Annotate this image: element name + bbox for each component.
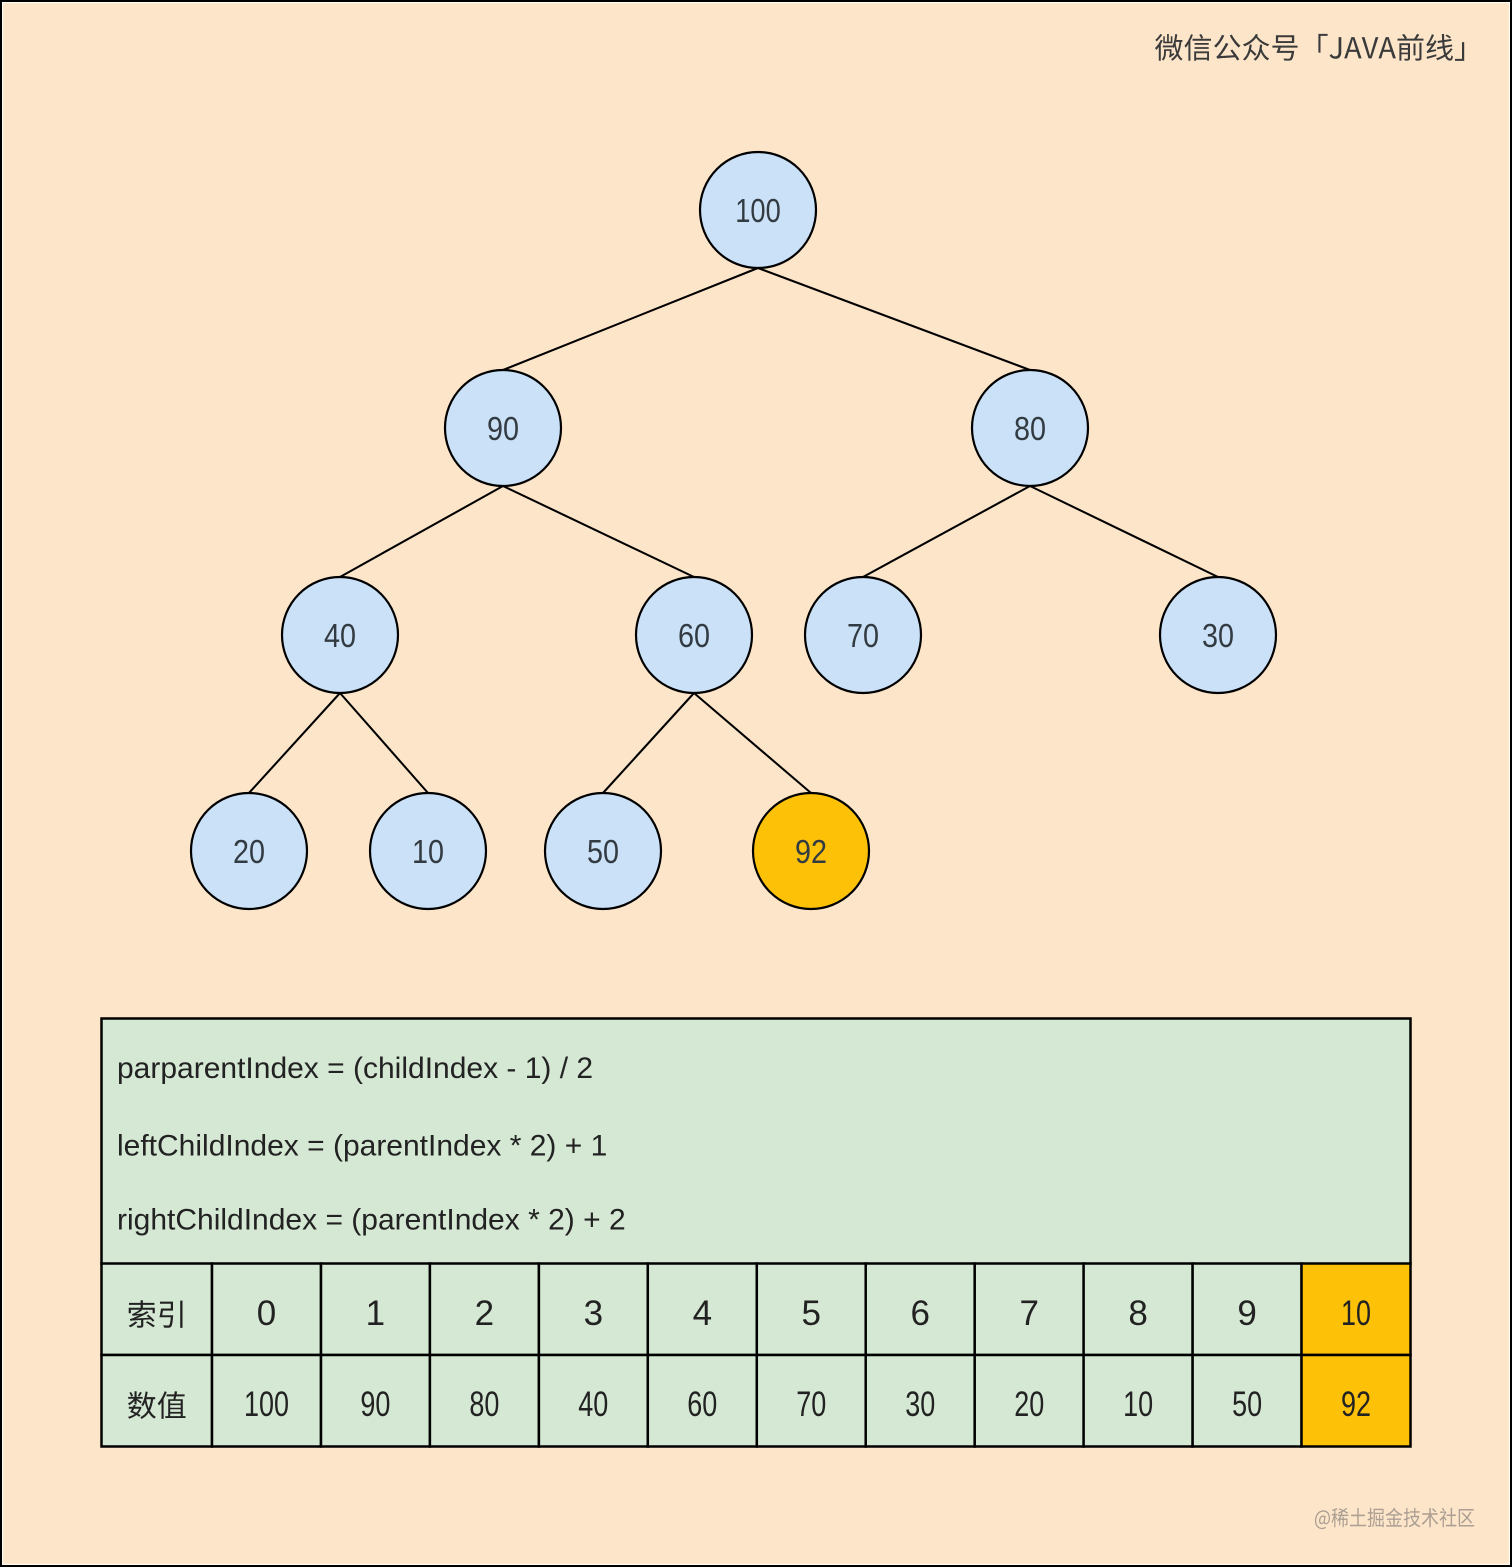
svg-text:92: 92 [1341,1385,1371,1424]
svg-text:7: 7 [1019,1294,1038,1333]
svg-text:leftChildIndex = (parentIndex: leftChildIndex = (parentIndex * 2) + 1 [117,1130,607,1163]
svg-text:50: 50 [587,833,619,870]
svg-text:20: 20 [233,833,265,870]
svg-text:30: 30 [1202,617,1234,654]
svg-text:40: 40 [324,617,356,654]
svg-text:100: 100 [735,192,781,229]
svg-text:40: 40 [578,1385,608,1424]
svg-text:100: 100 [244,1385,289,1424]
svg-text:60: 60 [687,1385,717,1424]
svg-text:6: 6 [910,1294,929,1333]
svg-text:2: 2 [475,1294,494,1333]
svg-text:9: 9 [1237,1294,1256,1333]
svg-text:5: 5 [801,1294,820,1333]
svg-text:4: 4 [693,1294,712,1333]
svg-text:92: 92 [795,833,827,870]
svg-text:10: 10 [412,833,444,870]
svg-text:50: 50 [1232,1385,1262,1424]
svg-text:10: 10 [1341,1294,1371,1333]
svg-text:80: 80 [1014,410,1046,447]
svg-text:10: 10 [1123,1385,1153,1424]
svg-text:rightChildIndex = (parentIndex: rightChildIndex = (parentIndex * 2) + 2 [117,1204,626,1237]
svg-text:parparentIndex = (childIndex -: parparentIndex = (childIndex - 1) / 2 [117,1052,593,1085]
svg-text:90: 90 [487,410,519,447]
svg-text:90: 90 [360,1385,390,1424]
svg-text:20: 20 [1014,1385,1044,1424]
svg-text:8: 8 [1128,1294,1147,1333]
svg-text:1: 1 [366,1294,385,1333]
svg-text:70: 70 [847,617,879,654]
svg-text:0: 0 [257,1294,276,1333]
svg-text:70: 70 [796,1385,826,1424]
svg-text:80: 80 [469,1385,499,1424]
svg-text:60: 60 [678,617,710,654]
svg-text:30: 30 [905,1385,935,1424]
svg-text:3: 3 [584,1294,603,1333]
